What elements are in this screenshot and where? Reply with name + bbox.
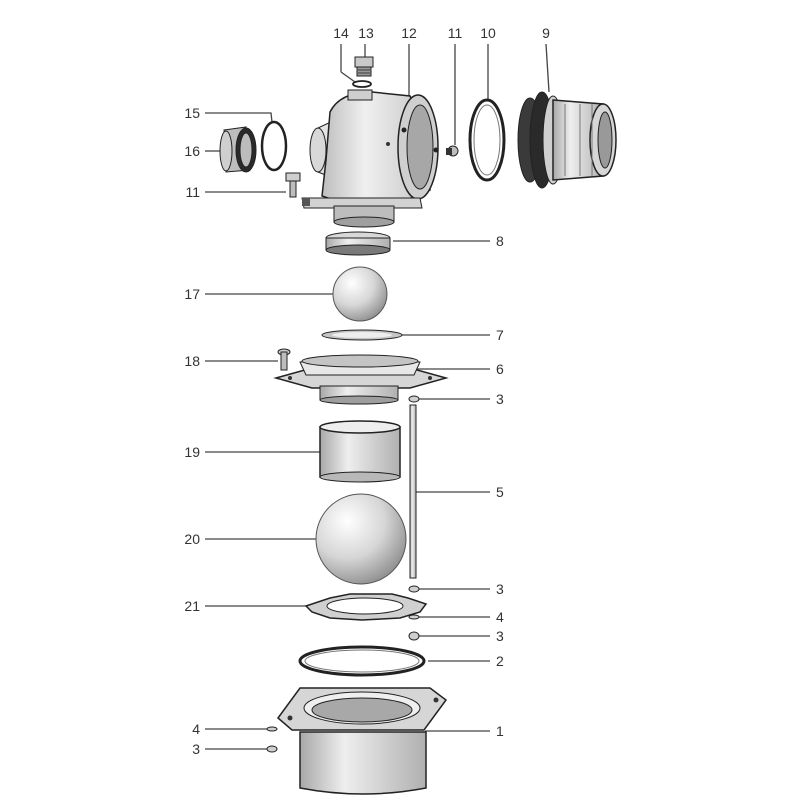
part-11-bolt-right	[446, 145, 459, 157]
part-5-rod	[409, 404, 417, 579]
callout-3-d: 3	[192, 741, 200, 757]
callout-11-left: 11	[185, 184, 200, 200]
part-16-adapter	[219, 126, 257, 173]
callout-14: 14	[333, 25, 349, 41]
part-10-o-ring	[468, 98, 506, 182]
part-3-nut-c	[408, 631, 420, 641]
callout-12: 12	[401, 25, 417, 41]
callout-10: 10	[480, 25, 496, 41]
callout-4-a: 4	[496, 609, 504, 625]
part-12-elbow-body	[301, 89, 439, 228]
callout-15: 15	[184, 105, 200, 121]
callout-7: 7	[496, 327, 504, 343]
callout-4-b: 4	[192, 721, 200, 737]
callout-18: 18	[184, 353, 200, 369]
part-3-nut-a	[408, 395, 420, 403]
part-11-bolt-left	[285, 172, 301, 198]
part-6-cage-flange	[273, 354, 449, 405]
callout-13: 13	[358, 25, 374, 41]
callout-3-a: 3	[496, 391, 504, 407]
callout-21: 21	[184, 598, 200, 614]
part-20-large-ball	[315, 493, 407, 585]
part-21-spider-gasket	[304, 593, 428, 621]
callout-3-b: 3	[496, 581, 504, 597]
leader-lines	[205, 43, 550, 750]
part-17-small-ball	[332, 266, 388, 322]
callout-5: 5	[496, 484, 504, 500]
callout-6: 6	[496, 361, 504, 377]
part-8-seat-ring	[325, 231, 391, 256]
callout-9: 9	[542, 25, 550, 41]
part-3-nut-b	[408, 585, 420, 593]
callout-16: 16	[184, 143, 200, 159]
part-15-o-ring	[260, 120, 288, 172]
part-7-gasket	[321, 329, 403, 341]
callout-2: 2	[496, 653, 504, 669]
callout-1: 1	[496, 723, 504, 739]
part-18-bolt	[277, 348, 291, 371]
callout-11-top: 11	[448, 25, 463, 41]
callout-17: 17	[184, 286, 200, 302]
callout-3-c: 3	[496, 628, 504, 644]
part-4-washer-b	[266, 726, 278, 732]
part-4-washer-a	[408, 614, 420, 620]
part-19-sleeve	[319, 420, 401, 483]
callout-labels: 14 13 12 11 10 9 15 16 11 8 17 7 18 6 3 …	[184, 25, 550, 757]
part-1-base-flange	[276, 687, 448, 795]
part-3-nut-d	[266, 745, 278, 753]
part-14-washer	[352, 80, 372, 88]
callout-19: 19	[184, 444, 200, 460]
callout-8: 8	[496, 233, 504, 249]
callout-20: 20	[184, 531, 200, 547]
part-13-plug	[354, 56, 374, 77]
part-2-o-ring	[298, 645, 426, 677]
part-9-hose-tail	[517, 91, 617, 189]
